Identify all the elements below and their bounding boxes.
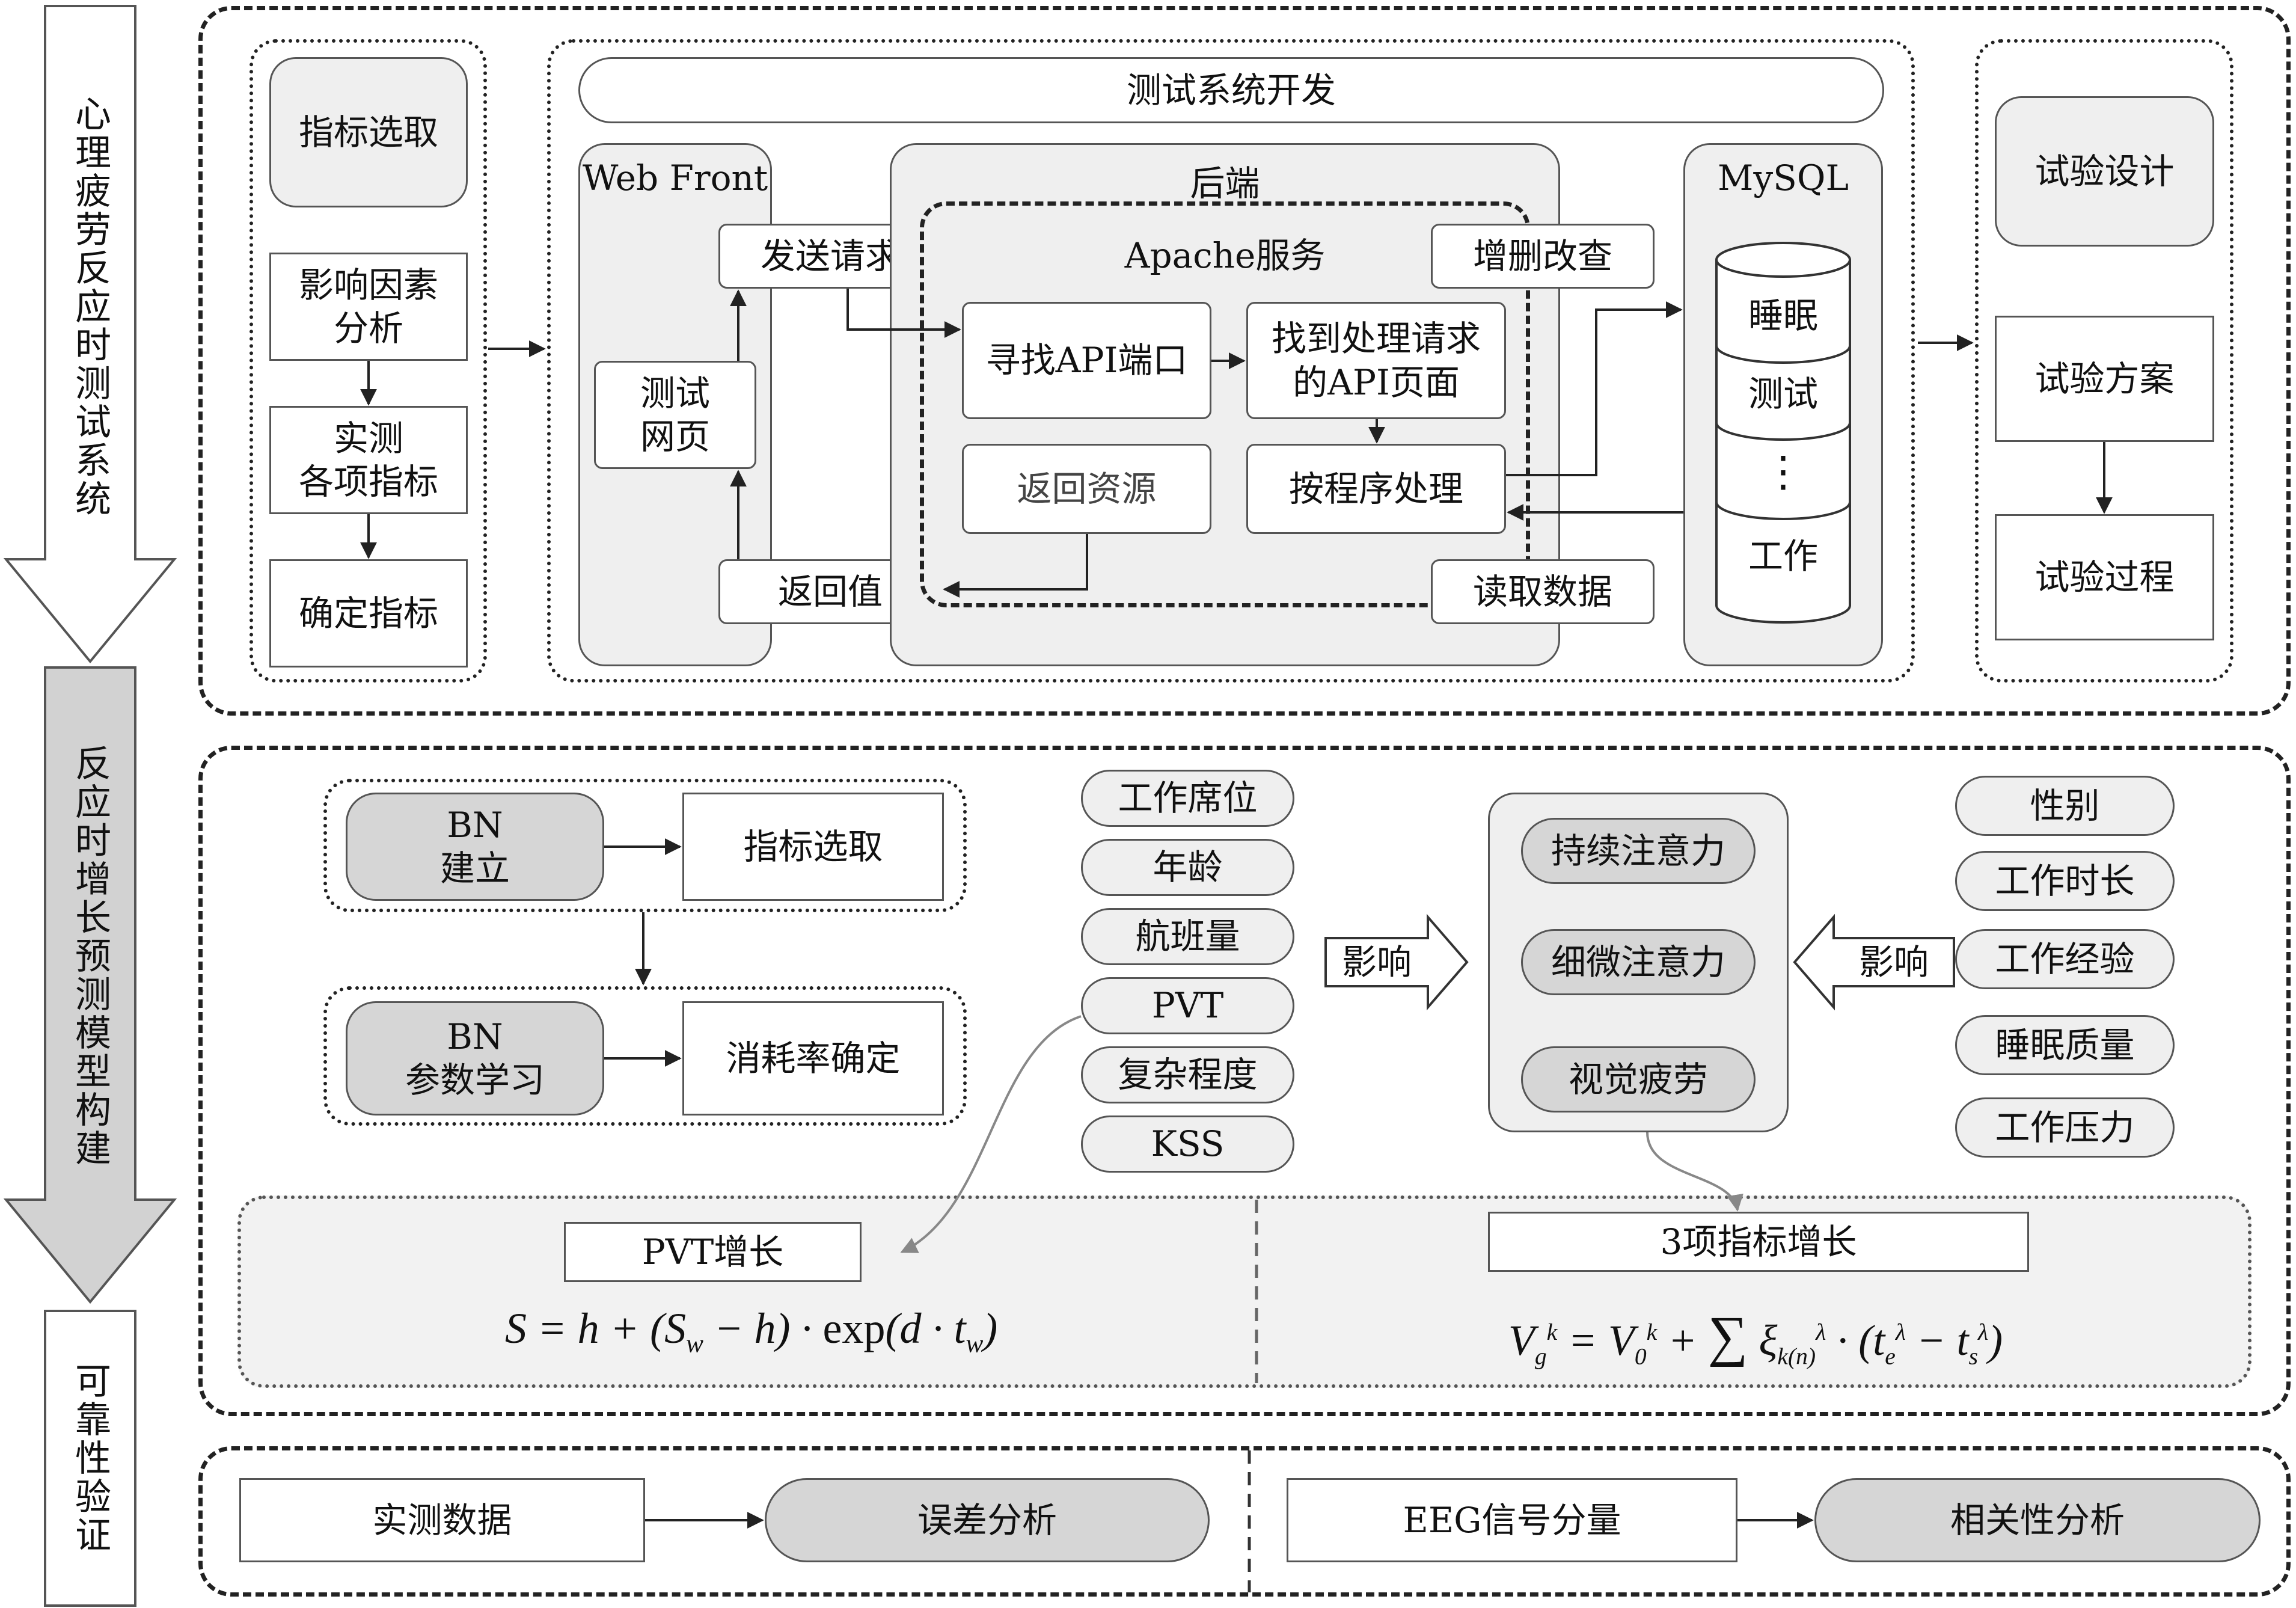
visual-fatigue: 视觉疲劳 — [1521, 1046, 1756, 1112]
determine-indicators-box: 确定指标 — [269, 559, 468, 667]
pvt-growth-box: PVT增长 — [564, 1222, 862, 1282]
section2-frame — [198, 746, 2291, 1416]
test-page-box: 测试 网页 — [594, 361, 756, 469]
find-api-page-box: 找到处理请求 的API页面 — [1246, 302, 1506, 419]
stage2-label: 反应时增长预测模型构建 — [69, 744, 111, 1168]
s2-indicator-select-box: 指标选取 — [682, 793, 944, 901]
web-front-title: Web Front — [582, 158, 768, 198]
dev-group — [547, 39, 1915, 683]
experiment-group — [1975, 39, 2233, 683]
apache-title: Apache服务 — [1124, 235, 1326, 276]
apache-frame — [920, 201, 1530, 607]
experiment-process-box: 试验过程 — [1995, 514, 2214, 640]
mysql-title: MySQL — [1718, 158, 1849, 198]
bn-build-group — [323, 779, 967, 912]
read-data-box: 读取数据 — [1431, 559, 1655, 624]
factor-pvt: PVT — [1081, 977, 1294, 1034]
backend-title: 后端 — [1190, 163, 1260, 204]
sustained-attention: 持续注意力 — [1521, 818, 1756, 884]
three-growth-box: 3项指标增长 — [1488, 1212, 2029, 1272]
three-growth-formula: Vgk = V0k + ∑ ξk(n)λ · (teλ − tsλ) — [1508, 1306, 2003, 1370]
factor-sleep-quality: 睡眠质量 — [1955, 1015, 2175, 1075]
crud-box: 增删改查 — [1431, 224, 1655, 289]
stage1-label: 心理疲劳反应时测试系统 — [69, 95, 111, 518]
indicator-group — [249, 39, 487, 683]
stage1-arrow — [3, 5, 177, 664]
factor-workstation: 工作席位 — [1081, 770, 1294, 827]
bn-param-box: BN 参数学习 — [346, 1001, 604, 1115]
measured-data-box: 实测数据 — [239, 1478, 645, 1562]
stage3-box — [44, 1310, 136, 1607]
return-resource-box: 返回资源 — [962, 444, 1211, 534]
factor-experience: 工作经验 — [1955, 929, 2175, 989]
fine-attention: 细微注意力 — [1521, 929, 1756, 995]
consumption-rate-box: 消耗率确定 — [682, 1001, 944, 1115]
stage2-arrow — [3, 666, 177, 1304]
factor-analysis-box: 影响因素 分析 — [269, 253, 468, 361]
experiment-design-box: 试验设计 — [1995, 96, 2214, 247]
process-box: 按程序处理 — [1246, 444, 1506, 534]
pvt-formula: S = h + (Sw − h) · exp(d · tw) — [505, 1304, 997, 1358]
bn-build-box: BN 建立 — [346, 793, 604, 901]
correlation-box: 相关性分析 — [1814, 1478, 2261, 1562]
table-ellipsis: ⋮ — [1762, 447, 1804, 497]
influence-left-arrow — [1324, 913, 1469, 1011]
bn-param-group — [323, 986, 967, 1126]
section3-frame — [198, 1446, 2291, 1597]
stage3-label: 可靠性验证 — [69, 1362, 111, 1554]
measure-indicators-box: 实测 各项指标 — [269, 406, 468, 514]
error-analysis-box: 误差分析 — [765, 1478, 1210, 1562]
find-api-port-box: 寻找API端口 — [962, 302, 1211, 419]
influence-right-label: 影响 — [1858, 941, 1929, 983]
table-sleep: 睡眠 — [1748, 295, 1818, 336]
experiment-plan-box: 试验方案 — [1995, 316, 2214, 442]
factor-flight-volume: 航班量 — [1081, 908, 1294, 965]
table-work: 工作 — [1748, 535, 1818, 577]
influence-left-label: 影响 — [1341, 941, 1412, 983]
influence-right-arrow — [1793, 913, 1955, 1011]
section1-frame — [198, 6, 2291, 716]
factor-age: 年龄 — [1081, 839, 1294, 896]
dev-title-bar: 测试系统开发 — [578, 57, 1884, 123]
factor-work-hours: 工作时长 — [1955, 851, 2175, 911]
indicator-select-box: 指标选取 — [269, 57, 468, 207]
factor-work-pressure: 工作压力 — [1955, 1097, 2175, 1158]
factor-complexity: 复杂程度 — [1081, 1046, 1294, 1103]
factor-gender: 性别 — [1955, 776, 2175, 836]
table-test: 测试 — [1748, 373, 1818, 414]
factor-kss: KSS — [1081, 1115, 1294, 1173]
eeg-component-box: EEG信号分量 — [1287, 1478, 1737, 1562]
